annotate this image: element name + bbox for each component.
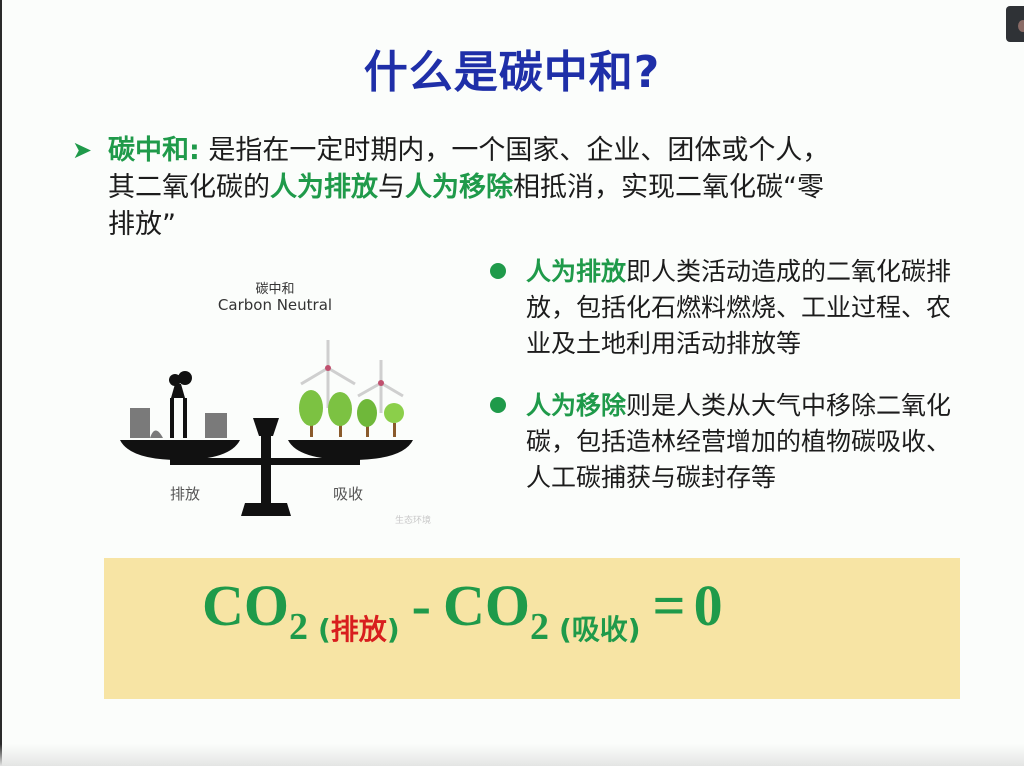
- definition-line-2: 其二氧化碳的人为排放与人为移除相抵消，实现二氧化碳“零: [108, 172, 824, 203]
- carbon-neutral-formula: CO2(排放) - CO2(吸收) =0: [202, 573, 723, 648]
- formula-absorption: 吸收: [571, 613, 628, 646]
- bullet-dot-icon: [490, 263, 506, 279]
- formula-box: CO2(排放) - CO2(吸收) =0: [104, 558, 960, 699]
- carbon-neutral-illustration: 碳中和 Carbon Neutral: [115, 268, 455, 528]
- bullet-removal: 人为移除则是人类从大气中移除二氧化碳，包括造林经营增加的植物碳吸收、人工碳捕获与…: [490, 388, 970, 496]
- definition-paragraph: ➤ 碳中和: 是指在一定时期内，一个国家、企业、团体或个人， 其二氧化碳的人为排…: [72, 132, 972, 243]
- absorption-label: 吸收: [333, 485, 364, 503]
- illustration-title-cn: 碳中和: [255, 282, 295, 297]
- bullet-emission: 人为排放即人类活动造成的二氧化碳排放，包括化石燃料燃烧、工业过程、农业及土地利用…: [490, 254, 970, 362]
- highlight-removal: 人为移除: [405, 172, 513, 203]
- definition-line-3: 排放”: [108, 209, 176, 240]
- window-edge: [0, 0, 2, 766]
- arrow-right-icon: ➤: [72, 136, 93, 164]
- illustration-title-en: Carbon Neutral: [217, 296, 333, 314]
- definition-line-1: 碳中和: 是指在一定时期内，一个国家、企业、团体或个人，: [108, 135, 830, 166]
- emission-label: 排放: [170, 485, 201, 503]
- slide-title: 什么是碳中和?: [363, 47, 661, 98]
- watermark: 生态环境: [395, 516, 432, 526]
- video-thumbnail[interactable]: [1006, 6, 1024, 42]
- bottom-shade: [0, 744, 1024, 766]
- balance-scale-icon: [120, 340, 413, 516]
- bullet-dot-icon: [490, 397, 506, 413]
- definition-term: 碳中和:: [108, 135, 200, 166]
- bullet-list: 人为排放即人类活动造成的二氧化碳排放，包括化石燃料燃烧、工业过程、农业及土地利用…: [490, 254, 970, 522]
- highlight-emission: 人为排放: [270, 172, 378, 203]
- formula-emission: 排放: [330, 613, 387, 646]
